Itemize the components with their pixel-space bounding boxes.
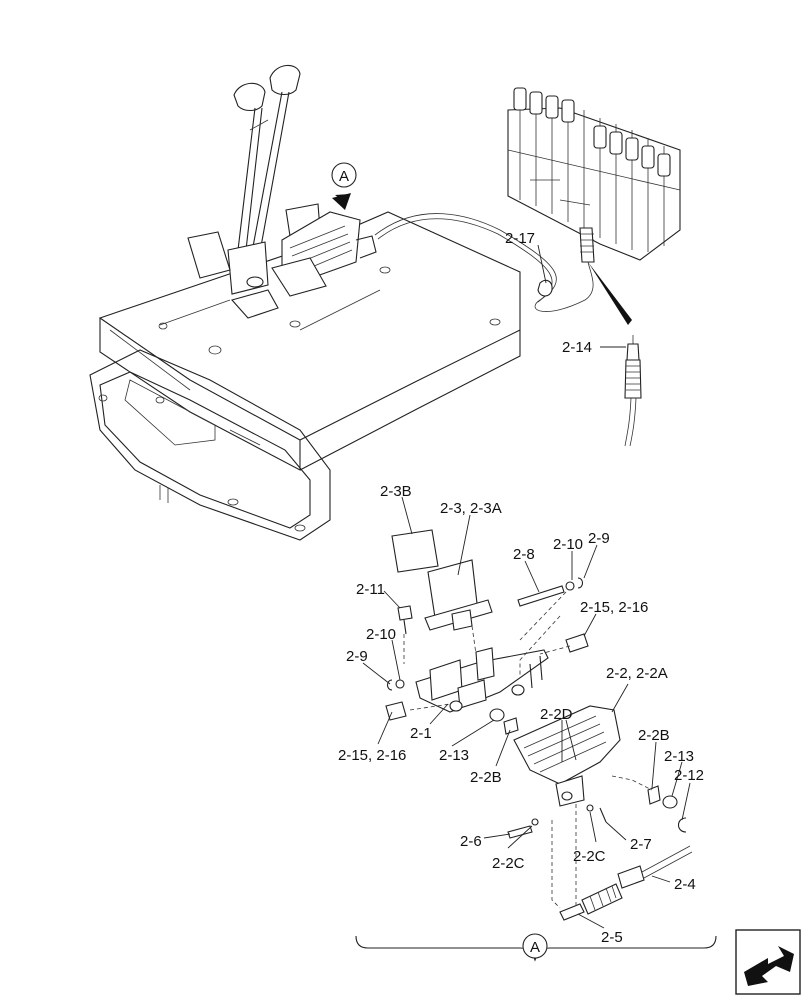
detail-marker-label: A [530,939,540,956]
pedal-2-2 [513,705,621,807]
washer-2-13-right [662,795,678,809]
callout-2-2c-left: 2-2C [492,855,525,872]
bracket-2-1 [415,647,549,713]
lower-frame [89,349,331,541]
callout-2-10-upper: 2-10 [553,536,583,553]
callout-2-2b-left: 2-2B [470,769,502,786]
callout-2-1: 2-1 [410,725,432,742]
callout-2-2c-right: 2-2C [573,848,606,865]
upper-pedal [271,203,377,297]
view-marker-label: A [339,168,349,185]
callouts: 2-17 2-14 2-3B 2-3, 2-3A 2-8 2-10 2-9 2-… [338,230,704,946]
callout-2-9-upper: 2-9 [588,530,610,547]
travel-levers [187,64,301,319]
leader-lines [362,244,691,929]
bushing-2-2b-left [503,717,519,735]
pedal-plate-2-3 [424,559,493,631]
callout-2-11: 2-11 [356,581,385,598]
callout-2-10-lower: 2-10 [366,626,396,643]
callout-2-3: 2-3, 2-3A [440,500,502,517]
callout-2-14: 2-14 [562,339,592,356]
pin-2-6 [507,825,533,839]
callout-2-13-left: 2-13 [439,747,469,764]
callout-2-13-right: 2-13 [664,748,694,765]
callout-2-12: 2-12 [674,767,704,784]
callout-2-15-lower: 2-15, 2-16 [338,747,406,764]
next-page-arrow-icon[interactable] [735,929,801,995]
bolt-2-11 [397,605,413,635]
washer-2-10-lower [395,679,405,689]
detail-marker-circle [522,933,548,959]
callout-2-17: 2-17 [505,230,535,247]
callout-2-9-lower: 2-9 [346,648,368,665]
callout-2-7: 2-7 [630,836,652,853]
bolt-2-15-lower [385,701,407,721]
callout-2-5: 2-5 [601,929,623,946]
cap-2-2c-right [586,804,594,812]
cable-end-2-14 [624,335,642,447]
callout-2-2b-right: 2-2B [638,727,670,744]
assembly-guide-lines [403,591,653,909]
plate-2-3b [391,529,439,573]
callout-2-15-upper: 2-15, 2-16 [580,599,648,616]
pin-2-7 [599,807,607,823]
floor-plate [98,211,521,471]
control-valve [507,87,681,261]
callout-2-2: 2-2, 2-2A [606,665,668,682]
view-marker-a: A [331,162,357,210]
callout-2-3b: 2-3B [380,483,412,500]
washer-2-10-upper [565,581,575,591]
bolt-2-15-upper [565,633,589,653]
callout-2-2d: 2-2D [540,706,573,723]
detail-bracket [355,935,717,962]
clip-2-12 [677,817,687,833]
upper-cable [374,213,595,312]
detail-pointer-arrow [588,262,632,325]
cable-2-4 [559,845,693,921]
clip-2-9-upper [577,577,584,589]
washer-2-13-left [489,708,505,722]
callout-2-6: 2-6 [460,833,482,850]
pin-2-8 [517,585,565,607]
clip-2-9-lower [386,679,393,691]
callout-2-8: 2-8 [513,546,535,563]
cap-2-2c-left [531,818,539,826]
bushing-2-2b-right [647,785,661,805]
callout-2-4: 2-4 [674,876,696,893]
